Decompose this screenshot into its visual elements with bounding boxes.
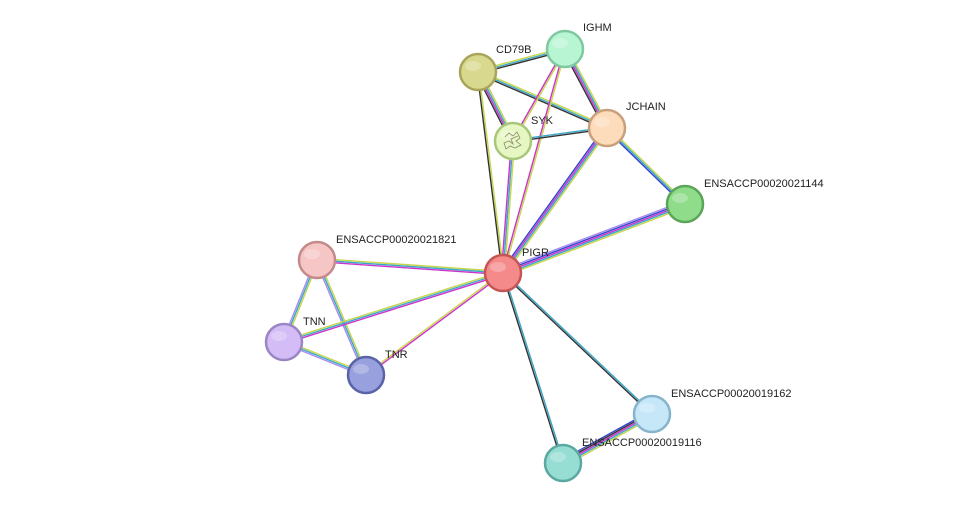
edge-evidence-line — [500, 140, 513, 273]
node-ighm[interactable]: IGHM — [545, 22, 612, 69]
edge-evidence-line — [314, 260, 366, 376]
node-gloss — [594, 117, 610, 127]
node-label: SYK — [531, 115, 554, 127]
node-label: TNN — [303, 316, 326, 328]
edge-evidence-line — [316, 259, 504, 274]
node-circle — [346, 355, 386, 395]
edge-ensaccp00020021144-pigr[interactable] — [501, 200, 687, 277]
node-ensaccp00020019116[interactable]: ENSACCP00020019116 — [543, 437, 702, 483]
edge-evidence-line — [502, 201, 685, 273]
node-circle — [665, 184, 705, 224]
node-label: ENSACCP00020019116 — [582, 437, 702, 449]
node-gloss — [550, 452, 566, 462]
edge-evidence-line — [503, 206, 687, 277]
node-syk[interactable]: SYK — [493, 115, 554, 161]
node-gloss — [500, 130, 516, 140]
edge-ensaccp00020021821-pigr[interactable] — [316, 257, 504, 276]
edge-evidence-line — [284, 273, 504, 345]
edge-pigr-ensaccp00020019162[interactable] — [501, 271, 654, 416]
node-gloss — [552, 38, 568, 48]
edge-evidence-line — [501, 48, 565, 273]
edge-evidence-line — [476, 72, 503, 274]
edge-ensaccp00020021821-tnr[interactable] — [314, 259, 369, 376]
node-jchain[interactable]: JCHAIN — [587, 101, 666, 148]
edge-cd79b-jchain[interactable] — [477, 69, 608, 131]
edge-evidence-line — [316, 259, 367, 376]
node-ensaccp00020019162[interactable]: ENSACCP00020019162 — [632, 388, 791, 434]
edge-jchain-pigr[interactable] — [500, 126, 610, 275]
edge-evidence-line — [502, 203, 686, 274]
edge-evidence-line — [478, 71, 505, 273]
node-label: ENSACCP00020019162 — [671, 388, 791, 400]
edge-evidence-line — [477, 72, 607, 131]
edge-evidence-line — [478, 69, 608, 128]
edge-evidence-line — [501, 127, 607, 273]
edge-evidence-line — [503, 128, 609, 274]
edge-evidence-line — [500, 126, 606, 273]
node-ensaccp00020021821[interactable]: ENSACCP00020021821 — [297, 234, 456, 280]
node-label: ENSACCP00020021144 — [704, 178, 824, 190]
edge-cd79b-pigr[interactable] — [476, 71, 505, 274]
node-label: TNR — [385, 349, 408, 361]
edge-pigr-ensaccp00020019116[interactable] — [501, 272, 565, 464]
node-circle — [264, 322, 304, 362]
node-gloss — [353, 364, 369, 374]
node-label: PIGR — [522, 247, 549, 259]
edge-evidence-line — [503, 49, 567, 274]
node-circle — [493, 121, 533, 161]
edge-evidence-line — [501, 273, 652, 416]
protein-structure-path — [503, 131, 522, 150]
edge-evidence-line — [366, 273, 504, 377]
edge-evidence-line — [501, 200, 685, 271]
node-circle — [483, 253, 523, 293]
edge-evidence-line — [503, 204, 686, 276]
edge-evidence-line — [317, 257, 504, 273]
node-gloss — [672, 193, 688, 203]
node-gloss — [304, 249, 320, 259]
edge-evidence-line — [477, 71, 608, 129]
node-circle — [543, 443, 583, 483]
edge-evidence-line — [503, 271, 654, 414]
node-tnn[interactable]: TNN — [264, 316, 326, 362]
edge-tnr-pigr[interactable] — [365, 271, 504, 377]
edge-evidence-line — [503, 141, 516, 274]
node-ensaccp00020021144[interactable]: ENSACCP00020021144 — [665, 178, 824, 224]
node-gloss — [465, 61, 481, 71]
edge-evidence-line — [503, 272, 565, 463]
edge-evidence-line — [317, 259, 369, 375]
node-circle — [458, 52, 498, 92]
edge-evidence-line — [283, 272, 504, 343]
node-circle — [297, 240, 337, 280]
edge-ighm-pigr[interactable] — [501, 48, 567, 274]
node-label: CD79B — [496, 44, 531, 56]
node-gloss — [271, 331, 287, 341]
edge-evidence-line — [283, 270, 503, 342]
node-gloss — [490, 262, 506, 272]
edge-evidence-line — [504, 128, 610, 275]
node-label: JCHAIN — [626, 101, 666, 113]
nodes-layer: IGHM CD79B SYK JCHAIN ENSACCP00020021144ENSA… — [264, 22, 824, 483]
edge-evidence-line — [502, 140, 514, 274]
protein-structure-icon — [503, 131, 522, 150]
edge-evidence-line — [501, 273, 563, 464]
edge-tnn-pigr[interactable] — [283, 270, 504, 345]
node-circle — [587, 108, 627, 148]
node-circle — [545, 29, 585, 69]
node-pigr[interactable]: PIGR — [483, 247, 549, 293]
edge-evidence-line — [316, 260, 503, 276]
node-cd79b[interactable]: CD79B — [458, 44, 531, 92]
edge-syk-pigr[interactable] — [500, 140, 516, 274]
node-tnr[interactable]: TNR — [346, 349, 408, 395]
node-circle — [632, 394, 672, 434]
node-gloss — [639, 403, 655, 413]
edge-evidence-line — [365, 271, 503, 375]
node-label: IGHM — [583, 22, 612, 34]
node-label: ENSACCP00020021821 — [336, 234, 456, 246]
